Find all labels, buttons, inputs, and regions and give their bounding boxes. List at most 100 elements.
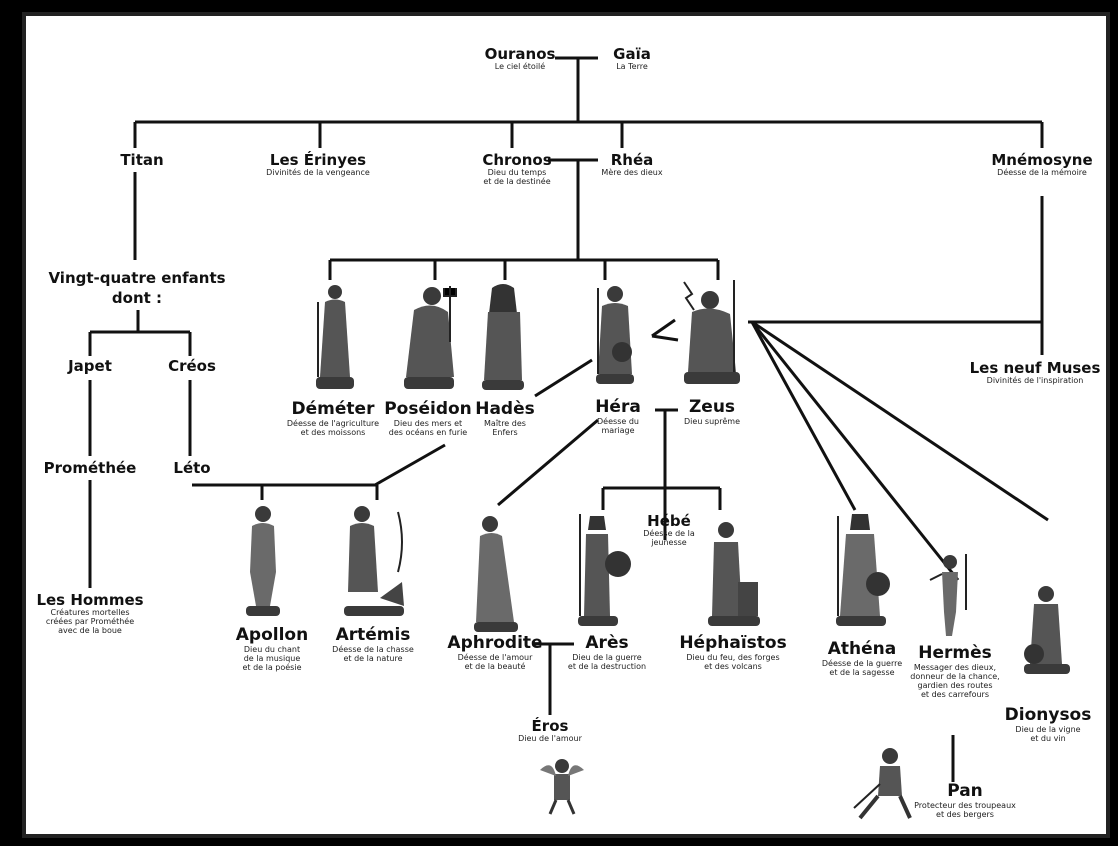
diagram-frame <box>22 12 1110 838</box>
node-name: Pan <box>947 781 983 801</box>
connector <box>751 320 1049 522</box>
connector <box>497 418 599 507</box>
hephaistos-figure-icon <box>708 522 760 626</box>
node-name: Artémis <box>335 625 411 645</box>
node-name: Les Érinyes <box>269 151 367 169</box>
node-name: Hébé <box>647 512 691 530</box>
node-name: Hermès <box>918 643 992 663</box>
node-name: Japet <box>68 357 112 375</box>
demeter-figure-icon <box>316 285 354 389</box>
node-japet: Japet <box>68 358 112 374</box>
connector <box>651 318 676 338</box>
node-name: Les neuf Muses <box>969 359 1101 377</box>
node-description: Dieu du feu, des forges et des volcans <box>686 653 780 671</box>
node-name: Les Hommes <box>36 591 144 609</box>
node-description: Maître des Enfers <box>484 419 526 437</box>
eros-figure-icon <box>540 759 584 815</box>
node-description: Créatures mortelles créées par Prométhée… <box>45 608 135 635</box>
node-name: Chronos <box>482 151 552 169</box>
node-name: Apollon <box>235 625 309 645</box>
node-description: Dieu suprême <box>684 417 740 426</box>
aphrodite-figure-icon <box>474 516 518 632</box>
node-description: Déesse de l'agriculture et des moissons <box>286 419 380 437</box>
node-vingt-quatre-enfants: Vingt-quatre enfants dont : <box>48 268 225 308</box>
zeus-figure-icon <box>683 280 740 384</box>
node-description: Déesse de la guerre et de la sagesse <box>821 659 903 677</box>
node-name: Ouranos <box>484 45 556 63</box>
dionysos-figure-icon <box>1024 586 1070 674</box>
ares-figure-icon <box>578 514 631 626</box>
node-description: Messager des dieux, donneur de la chance… <box>910 663 1000 699</box>
node-name: Hadès <box>475 399 535 419</box>
node-description: Le ciel étoilé <box>494 62 546 71</box>
node-name: Titan <box>120 151 164 169</box>
node-name: Créos <box>168 357 216 375</box>
node-description: Dieu des mers et des océans en furie <box>388 419 468 437</box>
node-description: Dieu de l'amour <box>518 734 582 743</box>
connector <box>374 443 446 487</box>
poseidon-figure-icon <box>404 286 457 389</box>
node-name: Éros <box>531 717 569 735</box>
connector <box>750 321 960 581</box>
node-name: Dionysos <box>1004 705 1092 725</box>
node-titan: Titan <box>120 152 163 168</box>
artemis-figure-icon <box>344 506 404 616</box>
hermes-figure-icon <box>929 554 967 636</box>
hera-figure-icon <box>596 286 634 384</box>
node-description: Déesse de la mémoire <box>997 168 1087 177</box>
node-description: Dieu de la guerre et de la destruction <box>567 653 647 671</box>
node-description: Dieu de la vigne et du vin <box>1015 725 1081 743</box>
node-name: Zeus <box>688 397 736 417</box>
node-name: Héra <box>595 397 641 417</box>
node-name: Héphaïstos <box>679 633 787 653</box>
node-name: Prométhée <box>43 459 137 477</box>
connector <box>651 334 679 342</box>
node-description: Mère des dieux <box>601 168 663 177</box>
node-description: Divinités de la vengeance <box>266 168 370 177</box>
node-name: Gaïa <box>613 45 651 63</box>
node-name: Léto <box>173 459 211 477</box>
node-description: Déesse de la chasse et de la nature <box>332 645 414 663</box>
node-leto: Léto <box>173 460 210 476</box>
node-description: Protecteur des troupeaux et des bergers <box>914 801 1016 819</box>
connector <box>750 321 857 511</box>
node-description: Déesse de l'amour et de la beauté <box>457 653 533 671</box>
node-name: Poséidon <box>384 399 472 419</box>
pan-figure-icon <box>853 748 912 820</box>
node-name: Arès <box>585 633 629 653</box>
node-promethee: Prométhée <box>44 460 137 476</box>
node-name: Mnémosyne <box>991 151 1093 169</box>
node-name: Aphrodite <box>447 633 543 653</box>
hades-figure-icon <box>482 284 524 390</box>
node-description: Dieu du temps et de la destinée <box>483 168 551 186</box>
node-description: Divinités de l'inspiration <box>986 376 1084 385</box>
connector <box>534 358 593 398</box>
node-name: Vingt-quatre enfants dont : <box>48 269 226 307</box>
node-description: La Terre <box>616 62 648 71</box>
apollon-figure-icon <box>246 506 280 616</box>
node-description: Dieu du chant de la musique et de la poé… <box>242 645 302 672</box>
